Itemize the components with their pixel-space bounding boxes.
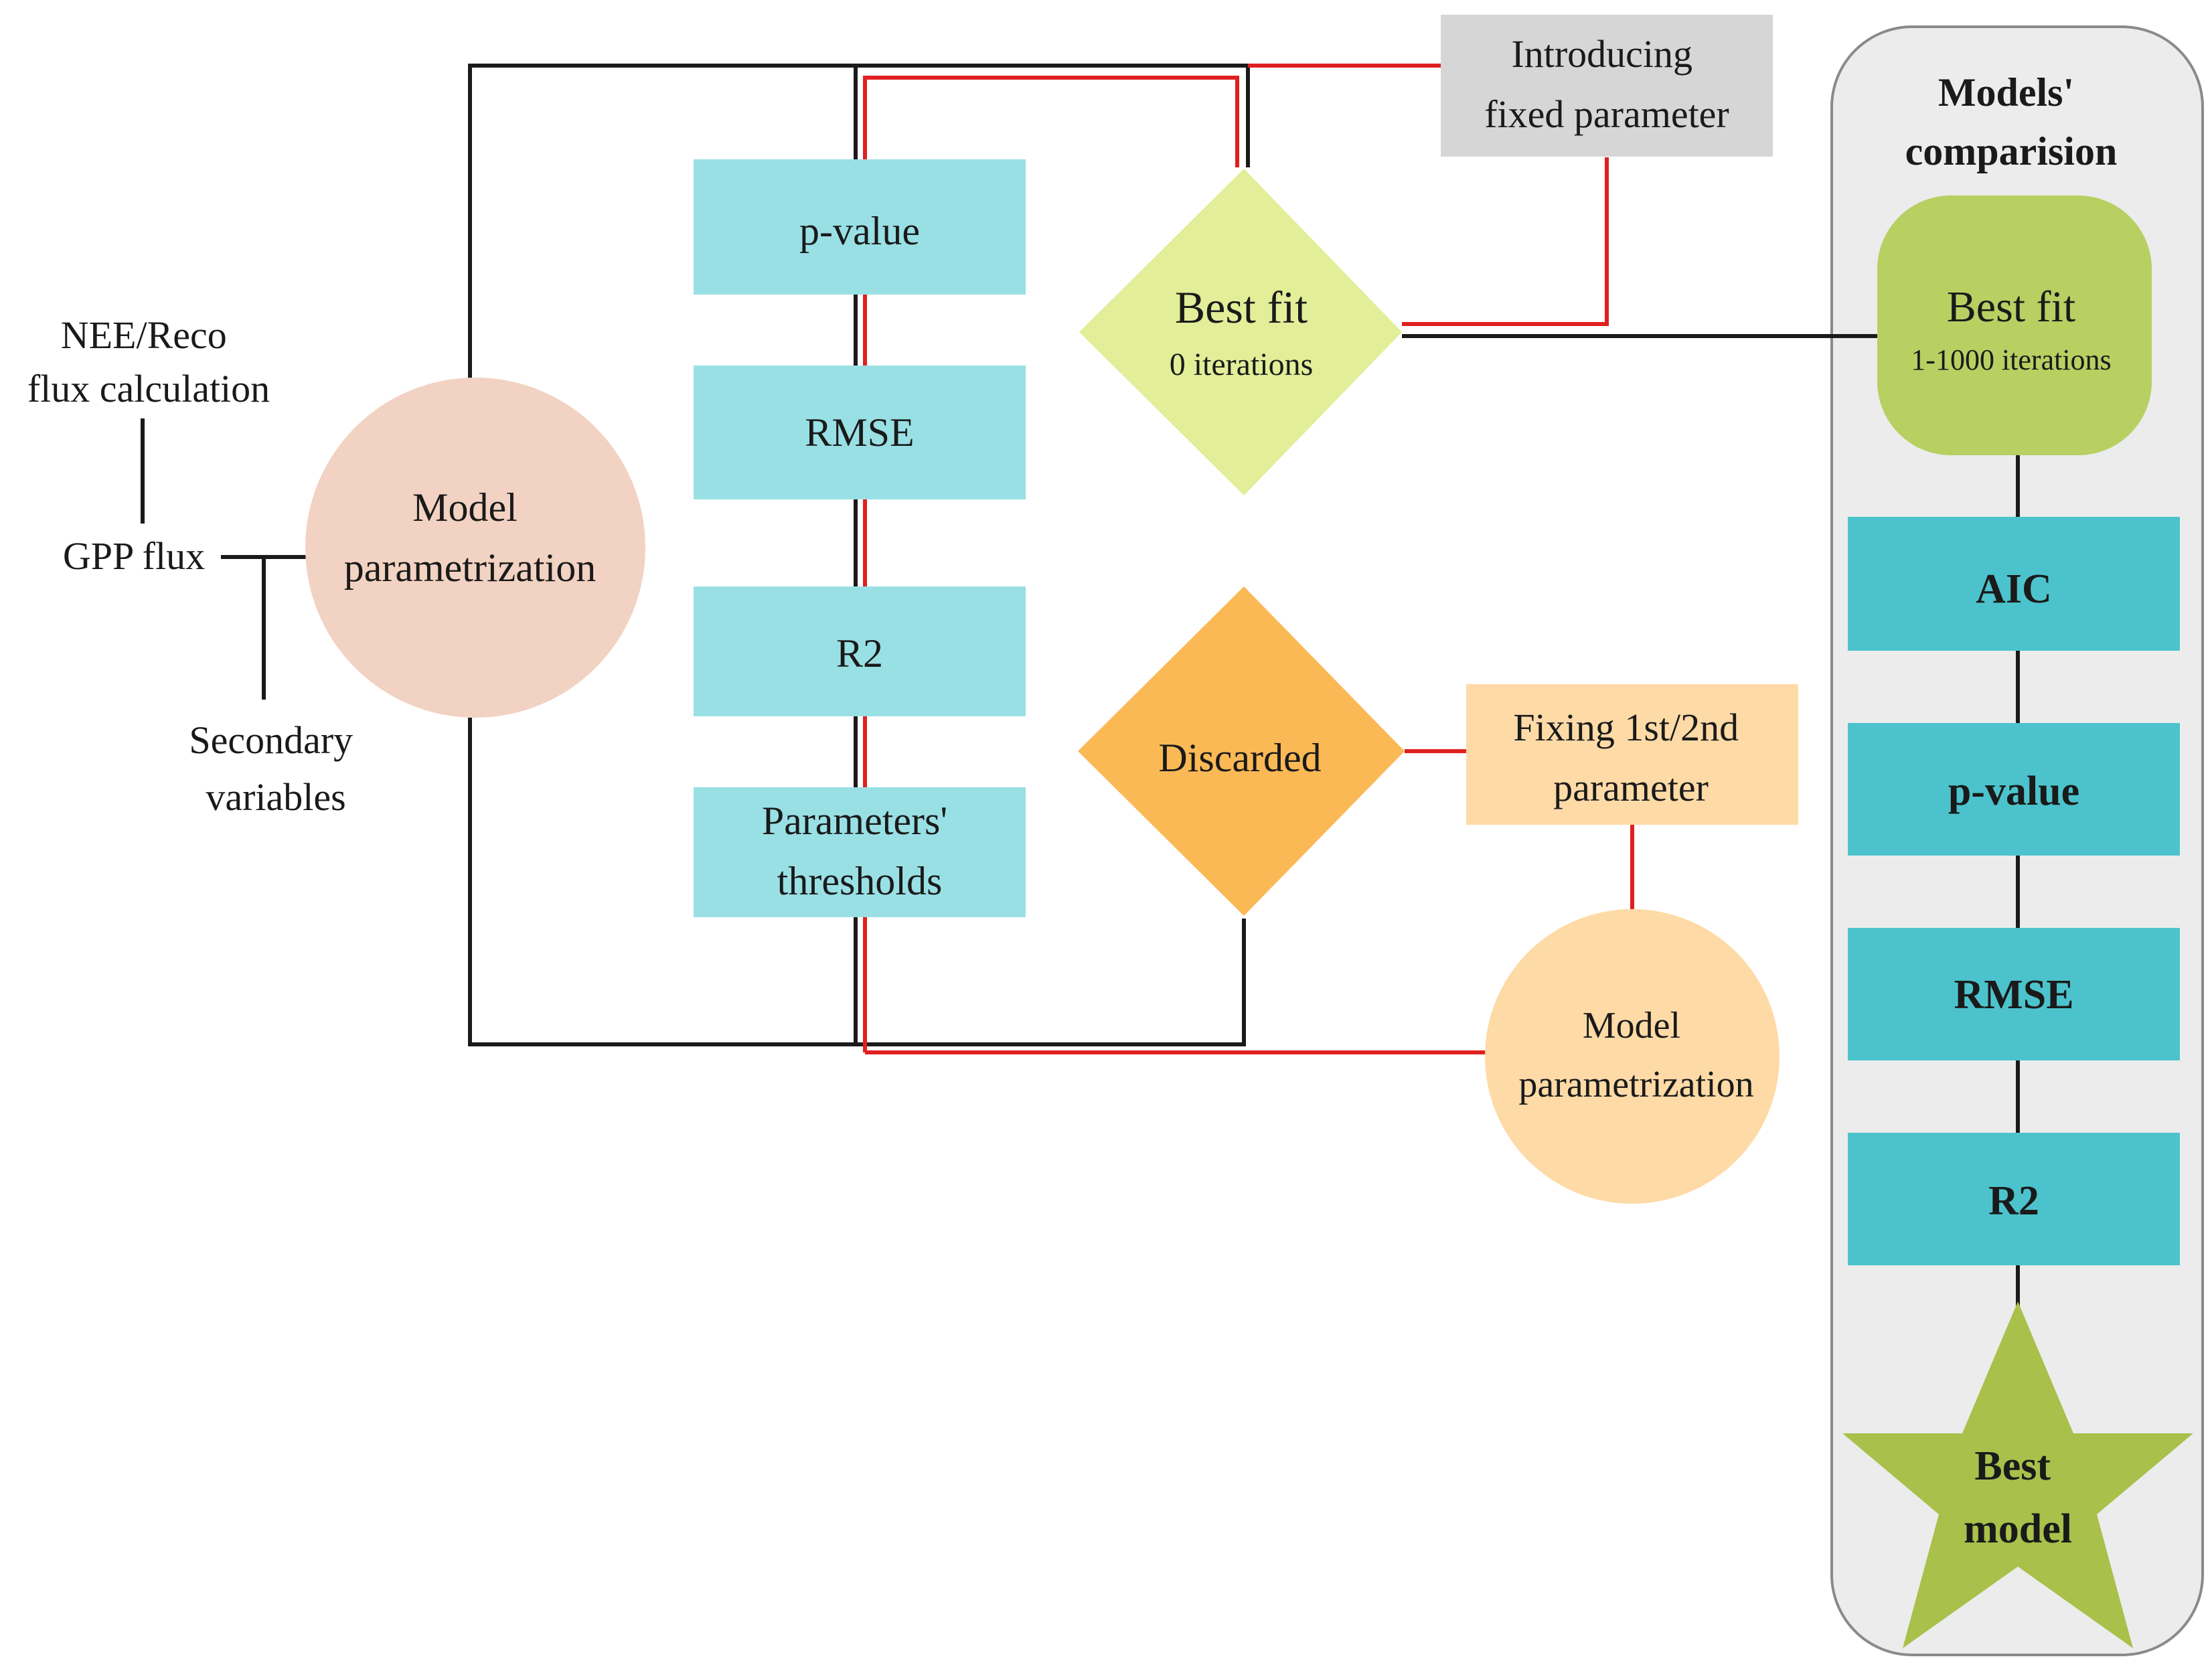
svg-text:1-1000 iterations: 1-1000 iterations	[1911, 343, 2111, 376]
comparison-r2-box: R2	[1848, 1133, 2180, 1265]
best-model-star: Best model	[1842, 1301, 2193, 1648]
red-connectors	[863, 64, 1634, 1054]
model-parametrization-main: Model parametrization	[305, 378, 645, 718]
svg-text:Best fit: Best fit	[1175, 282, 1308, 333]
svg-text:RMSE: RMSE	[805, 410, 914, 455]
svg-text:Introducing fixed parame: Introducing fixed parameter	[1484, 32, 1729, 136]
gpp-flux-label: GPP flux	[63, 534, 205, 578]
svg-text:Best fit: Best fit	[1947, 283, 2076, 331]
svg-text:Discarded: Discarded	[1158, 736, 1321, 780]
svg-text:R2: R2	[1988, 1178, 2039, 1224]
svg-text:p-value: p-value	[799, 209, 920, 253]
svg-text:R2: R2	[836, 631, 883, 675]
criteria-rmse-box: RMSE	[694, 366, 1026, 499]
comparison-best-fit-box: Best fit 1-1000 iterations	[1877, 195, 2152, 455]
svg-text:Parameters' thresholds: Parameters' thresholds	[762, 799, 957, 903]
svg-text:p-value: p-value	[1948, 769, 2079, 814]
nee-reco-label: NEE/Reco flux calculation	[27, 313, 270, 410]
svg-text:Model parametrization: Model parametrization	[344, 485, 596, 590]
model-parametrization-second: Model parametrization	[1485, 909, 1780, 1204]
comparison-aic-box: AIC	[1848, 517, 2180, 651]
red-introducing-bestfit	[1402, 157, 1609, 326]
svg-text:RMSE: RMSE	[1954, 972, 2073, 1018]
comparison-pvalue-box: p-value	[1848, 723, 2180, 856]
red-loop-top	[863, 76, 1239, 1052]
svg-text:AIC: AIC	[1976, 566, 2052, 612]
criteria-thresholds-box: Parameters' thresholds	[694, 787, 1026, 917]
discarded-diamond: Discarded	[1078, 586, 1405, 916]
fixing-parameter-box: Fixing 1st/2nd parameter	[1466, 684, 1798, 825]
svg-text:0 iterations: 0 iterations	[1170, 347, 1314, 382]
comparison-rmse-box: RMSE	[1848, 928, 2180, 1060]
criteria-pvalue-box: p-value	[694, 159, 1026, 295]
svg-text:Best model: Best model	[1964, 1443, 2072, 1552]
comparison-title: Models' comparision	[1905, 70, 2118, 173]
svg-text:Fixing 1st/2nd parameter: Fixing 1st/2nd parameter	[1513, 706, 1748, 809]
secondary-variables-label: Secondary variables	[189, 718, 362, 819]
criteria-r2-box: R2	[694, 586, 1026, 716]
best-fit-zero-diamond: Best fit 0 iterations	[1079, 169, 1402, 495]
introducing-fixed-parameter-box: Introducing fixed parameter	[1441, 15, 1773, 157]
svg-text:Model parametrization: Model parametrization	[1518, 1005, 1753, 1105]
star-icon	[1842, 1301, 2193, 1648]
connector-outer-loop	[468, 64, 1250, 378]
